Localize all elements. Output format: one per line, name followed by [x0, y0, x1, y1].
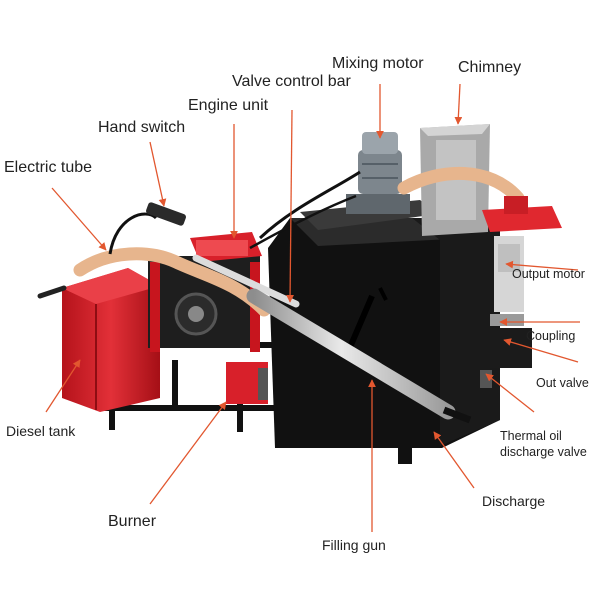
diesel-tank-body [62, 268, 160, 412]
arrow-discharge [433, 431, 475, 489]
label-coupling: Coupling [526, 329, 576, 343]
arrow-out-valve [503, 338, 579, 363]
arrow-chimney [454, 83, 463, 125]
label-electric-tube: Electric tube [4, 159, 93, 176]
mixing-motor-body [346, 132, 410, 214]
label-mixing-motor: Mixing motor [332, 55, 424, 72]
label-engine-unit: Engine unit [188, 97, 269, 114]
arrow-burner [149, 401, 227, 505]
label-diesel-tank: Diesel tank [6, 423, 76, 439]
hand-switch-body [145, 202, 187, 226]
valve-bar [345, 294, 375, 354]
filling-gun-body [192, 254, 472, 424]
label-output-motor: Output motor [512, 267, 585, 281]
label-out-valve: Out valve [536, 376, 589, 390]
arrow-valve-control-bar [286, 109, 294, 303]
label-hand-switch: Hand switch [98, 119, 186, 136]
tank-body [268, 218, 500, 464]
chimney-body [420, 124, 490, 236]
label-thermal-oil-line2: discharge valve [500, 445, 587, 459]
label-chimney: Chimney [458, 59, 522, 76]
output-assembly [480, 196, 562, 388]
label-burner: Burner [108, 513, 157, 530]
label-thermal-oil-line1: Thermal oil [500, 429, 562, 443]
arrow-hand-switch [149, 141, 167, 207]
callout-arrows [45, 83, 580, 532]
hose-right [397, 167, 525, 205]
label-thermal-oil-discharge-valve: Thermal oil discharge valve [500, 428, 587, 460]
label-valve-control-bar: Valve control bar [232, 73, 351, 90]
arrow-output-motor [505, 260, 579, 271]
arrow-electric-tube [51, 187, 107, 251]
label-filling-gun: Filling gun [322, 537, 386, 553]
hose-left [73, 247, 271, 317]
tow-handle [37, 285, 67, 299]
arrow-thermal-oil [485, 373, 535, 413]
machine [37, 124, 562, 464]
label-discharge: Discharge [482, 493, 546, 509]
arrow-diesel-tank [45, 359, 81, 413]
